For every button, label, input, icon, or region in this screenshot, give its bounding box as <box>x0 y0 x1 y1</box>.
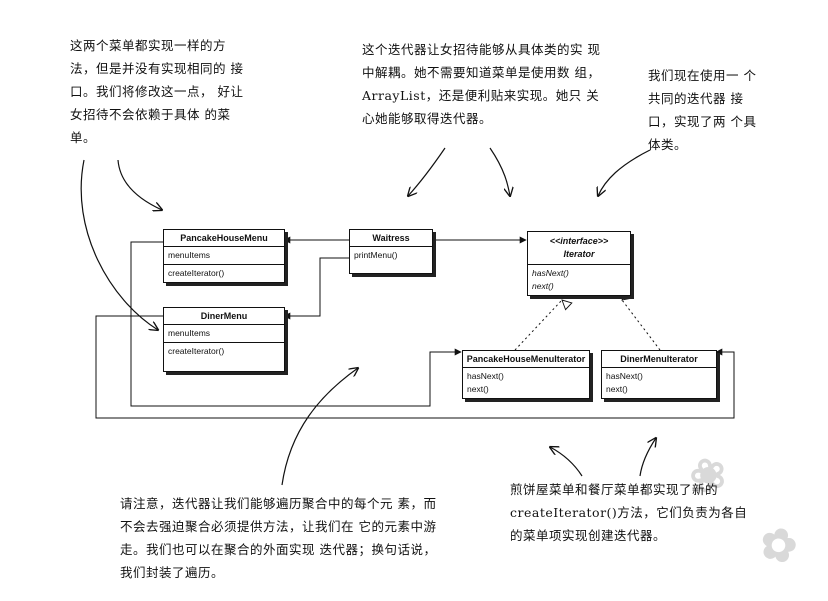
class-name: Waitress <box>350 230 432 247</box>
class-methods: hasNext() next() <box>602 368 716 398</box>
diner-menu-to-iterator-arrow <box>95 315 735 419</box>
note-top-center: 这个迭代器让女招待能够从具体类的实 现中解耦。她不需要知道菜单是使用数 组，Ar… <box>362 38 612 130</box>
class-method: createIterator() <box>168 346 225 356</box>
class-diner-menu-iterator: DinerMenuIterator hasNext() next() <box>601 350 717 399</box>
note-line: 这个迭代器让女招待能够从具体类的实 <box>362 42 584 57</box>
class-fields: menuItems <box>164 247 284 265</box>
callout-arrow-top-center-2 <box>489 147 510 196</box>
note-line: 个共同的迭代器 <box>648 68 757 106</box>
note-line: 好让女招待不会依赖于具体 <box>70 84 244 122</box>
note-line: 请注意，迭代器让我们能够遍历聚合中的每个元 <box>120 496 394 511</box>
callout-arrow-top-center-1 <box>408 147 446 196</box>
realization-pancake-iterator <box>514 300 562 351</box>
note-line: 我们现在使用一 <box>648 68 740 83</box>
class-methods: createIterator() <box>164 343 284 371</box>
note-line: 煎饼屋菜单和餐厅菜单都实现了新的 <box>510 482 719 497</box>
class-pancake-house-menu-iterator: PancakeHouseMenuIterator hasNext() next(… <box>462 350 590 399</box>
class-method: hasNext() <box>532 268 569 278</box>
note-line: 法，但是并没有实现相同的 <box>70 61 227 76</box>
class-method: next() <box>532 281 554 291</box>
class-iterator-interface: <<interface>> Iterator hasNext() next() <box>527 231 631 296</box>
note-line: 的菜单项实现创建迭代器。 <box>510 528 667 543</box>
class-name: PancakeHouseMenuIterator <box>463 351 589 368</box>
class-method: next() <box>606 384 628 394</box>
class-name: DinerMenuIterator <box>602 351 716 368</box>
note-line: 现中解耦。她不需要知道菜单是使用数 <box>362 42 601 80</box>
note-line: 接口，实现了两 <box>648 91 744 129</box>
class-stereotype: <<interface>> <box>549 236 609 246</box>
callout-arrow-bottom-right-1 <box>550 447 583 477</box>
class-method: printMenu() <box>354 250 398 260</box>
class-methods: printMenu() <box>350 247 432 273</box>
class-methods: hasNext() next() <box>528 265 630 295</box>
class-method: hasNext() <box>606 371 643 381</box>
class-method: createIterator() <box>168 268 225 278</box>
note-line: 组，ArrayList，还是便利贴来实现。她只 <box>362 65 601 103</box>
note-line: 这两个菜单都实现一样的方 <box>70 38 227 53</box>
realization-diner-iterator <box>622 300 661 351</box>
class-fields: menuItems <box>164 325 284 343</box>
pancake-menu-to-iterator-arrow <box>130 241 462 407</box>
note-line: 素，而不会去强迫聚合必须提供方法，让我们在 <box>120 496 437 534</box>
note-line: 它的元素中游走。我们也可以在聚合的外面实现 <box>120 519 437 557</box>
class-name: PancakeHouseMenu <box>164 230 284 247</box>
waitress-to-diner-menu-arrow <box>283 257 349 320</box>
note-top-left: 这两个菜单都实现一样的方 法，但是并没有实现相同的 接口。我们将修改这一点， 好… <box>70 34 250 149</box>
class-field: menuItems <box>168 328 211 338</box>
note-bottom-left: 请注意，迭代器让我们能够遍历聚合中的每个元 素，而不会去强迫聚合必须提供方法，让… <box>120 492 440 584</box>
note-line: 关心她能够取得迭代器。 <box>362 88 600 126</box>
callout-arrow-top-right <box>598 149 651 196</box>
note-bottom-right: 煎饼屋菜单和餐厅菜单都实现了新的 createIterator()方法，它们负责… <box>510 478 760 547</box>
note-line: 迭代器；换句话说，我们封装了遍历。 <box>120 542 437 580</box>
note-top-right: 我们现在使用一 个共同的迭代器 接口，实现了两 个具体类。 <box>648 64 768 156</box>
class-field: menuItems <box>168 250 211 260</box>
callout-arrow-bottom-left <box>281 368 358 486</box>
class-method: next() <box>467 384 489 394</box>
note-line: 的菜单。 <box>70 107 231 145</box>
callout-arrow-top-left-1 <box>117 159 162 210</box>
note-line: createIterator()方法，它们负责为各自 <box>510 505 748 520</box>
class-waitress: Waitress printMenu() <box>349 229 433 274</box>
note-line: 接口。我们将修改这一点， <box>70 61 244 99</box>
class-name: Iterator <box>563 249 595 259</box>
class-pancake-house-menu: PancakeHouseMenu menuItems createIterato… <box>163 229 285 283</box>
callout-arrow-bottom-right-2 <box>639 438 656 477</box>
class-method: hasNext() <box>467 371 504 381</box>
note-line: 个具体类。 <box>648 114 757 152</box>
class-methods: createIterator() <box>164 265 284 282</box>
class-name: DinerMenu <box>164 308 284 325</box>
class-methods: hasNext() next() <box>463 368 589 398</box>
class-header: <<interface>> Iterator <box>528 232 630 265</box>
callout-arrow-top-left-2 <box>80 159 158 330</box>
class-diner-menu: DinerMenu menuItems createIterator() <box>163 307 285 372</box>
